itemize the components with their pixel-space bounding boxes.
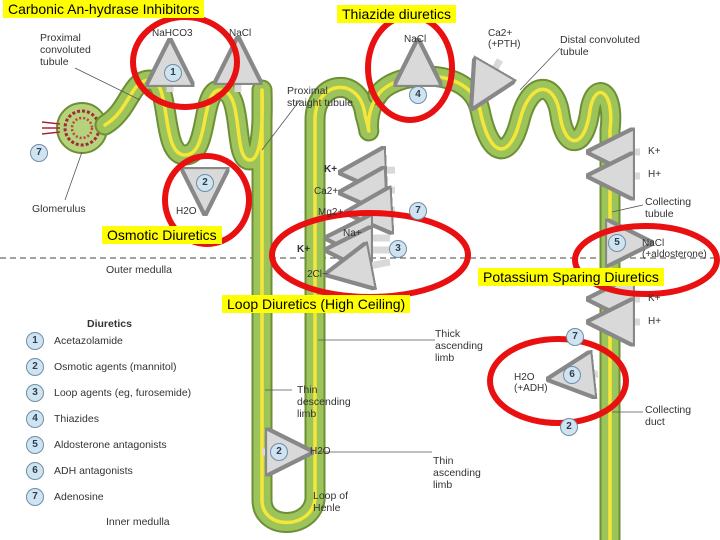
heading-loop-diuretics: Loop Diuretics (High Ceiling) bbox=[222, 295, 411, 313]
legend-badge: 3 bbox=[26, 384, 44, 402]
ion-h-duct: H+ bbox=[648, 316, 662, 327]
highlight-adh bbox=[487, 336, 629, 426]
ion-nahco3: NaHCO3 bbox=[152, 28, 193, 39]
site-badge-5: 5 bbox=[608, 234, 626, 252]
legend-badge: 7 bbox=[26, 488, 44, 506]
ion-nacl-proximal: NaCl bbox=[229, 28, 252, 39]
label-pointers bbox=[64, 47, 644, 453]
ion-na-loop: Na+ bbox=[343, 228, 362, 239]
label-proximal-convoluted-tubule: Proximal convoluted tubule bbox=[40, 32, 91, 68]
ion-nacl-collecting: NaCl (+aldosterone) bbox=[642, 238, 707, 260]
nephron-tubule bbox=[94, 65, 622, 540]
site-badge-1: 1 bbox=[164, 64, 182, 82]
legend-badge: 6 bbox=[26, 462, 44, 480]
legend-label: Loop agents (eg, furosemide) bbox=[54, 387, 192, 399]
ion-h2o-proximal: H2O bbox=[176, 206, 197, 217]
site-badge-4: 4 bbox=[409, 86, 427, 104]
highlight-loop bbox=[269, 210, 471, 300]
label-loop-of-henle: Loop of Henle bbox=[313, 490, 349, 514]
label-distal-convoluted-tubule: Distal convoluted tubule bbox=[560, 34, 640, 58]
site-badge-2-duct: 2 bbox=[560, 418, 578, 436]
ion-nacl-distal: NaCl bbox=[404, 34, 427, 45]
label-thin-descending-limb: Thin descending limb bbox=[297, 384, 351, 420]
legend-label: Aldosterone antagonists bbox=[54, 439, 167, 451]
legend-label: Osmotic agents (mannitol) bbox=[54, 361, 177, 373]
heading-carbonic-anhydrase-inhibitors: Carbonic An-hydrase Inhibitors bbox=[3, 0, 205, 18]
legend-badge: 5 bbox=[26, 436, 44, 454]
legend-badge: 4 bbox=[26, 410, 44, 428]
site-badge-7: 7 bbox=[30, 144, 48, 162]
heading-osmotic-diuretics: Osmotic Diuretics bbox=[102, 226, 222, 244]
label-thin-ascending-limb: Thin ascending limb bbox=[433, 455, 481, 491]
site-badge-6: 6 bbox=[563, 366, 581, 384]
legend-badge: 2 bbox=[26, 358, 44, 376]
legend-label: Acetazolamide bbox=[54, 335, 123, 347]
ion-k-loop: K+ bbox=[324, 164, 338, 175]
ion-k-loop2: K+ bbox=[297, 244, 311, 255]
ion-mg-loop: Mg2+ bbox=[318, 207, 344, 218]
highlight-collecting bbox=[572, 223, 720, 297]
ion-h2o-duct: H2O (+ADH) bbox=[514, 372, 548, 394]
legend-label: ADH antagonists bbox=[54, 465, 133, 477]
legend-title: Diuretics bbox=[87, 318, 132, 330]
label-thick-ascending-limb: Thick ascending limb bbox=[435, 328, 483, 364]
heading-potassium-sparing-diuretics: Potassium Sparing Diuretics bbox=[478, 268, 664, 286]
ion-ca-distal: Ca2+ (+PTH) bbox=[488, 28, 521, 50]
label-inner-medulla: Inner medulla bbox=[106, 516, 170, 528]
legend-label: Adenosine bbox=[54, 491, 104, 503]
legend-badge: 1 bbox=[26, 332, 44, 350]
ion-ca-loop: Ca2+ bbox=[314, 186, 339, 197]
label-collecting-duct: Collecting duct bbox=[645, 404, 692, 428]
label-proximal-straight-tubule: Proximal straight tubule bbox=[287, 85, 353, 109]
label-glomerulus: Glomerulus bbox=[32, 203, 86, 215]
legend-label: Thiazides bbox=[54, 413, 99, 425]
ion-k-duct: K+ bbox=[648, 293, 661, 304]
site-badge-2: 2 bbox=[196, 174, 214, 192]
label-outer-medulla: Outer medulla bbox=[106, 264, 172, 276]
site-badge-7-duct: 7 bbox=[566, 328, 584, 346]
ion-2cl-loop: 2Cl− bbox=[307, 269, 328, 280]
site-badge-7-loop: 7 bbox=[409, 202, 427, 220]
highlight-osmotic bbox=[162, 153, 252, 247]
heading-thiazide-diuretics: Thiazide diuretics bbox=[337, 5, 456, 23]
ion-h2o-descending: H2O bbox=[310, 446, 331, 457]
site-badge-3: 3 bbox=[389, 240, 407, 258]
ion-k-collecting: K+ bbox=[648, 146, 661, 157]
label-collecting-tubule: Collecting tubule bbox=[645, 196, 692, 220]
ion-h-collecting: H+ bbox=[648, 169, 662, 180]
site-badge-2-descending: 2 bbox=[270, 443, 288, 461]
